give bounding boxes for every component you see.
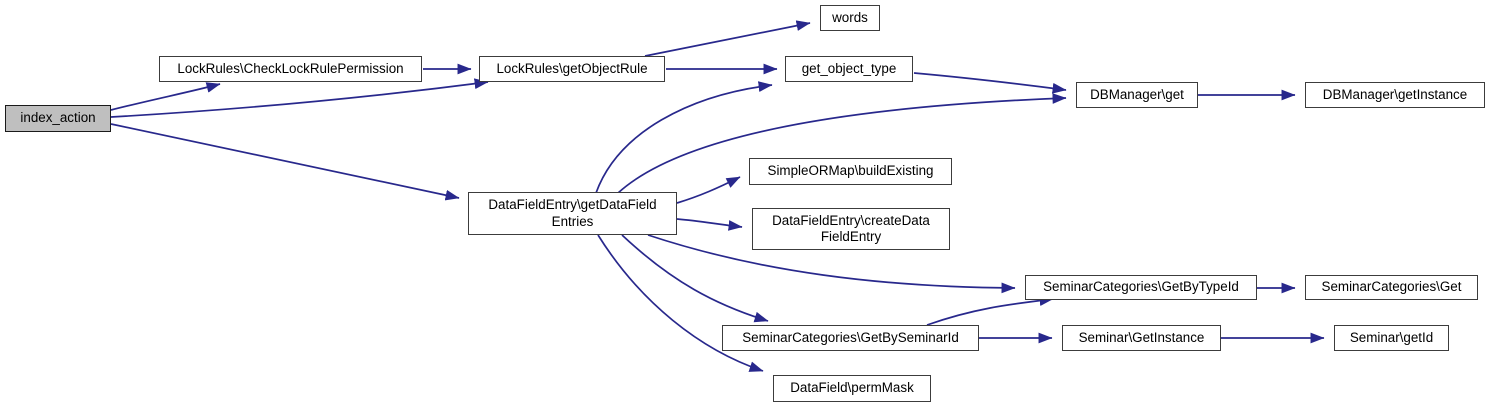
node-label: Seminar\getId — [1349, 329, 1434, 345]
edge-getdatafieldentries-to-createdatafieldentry — [676, 218, 743, 231]
node-lockrules-getobjectrule[interactable]: LockRules\getObjectRule — [479, 56, 665, 82]
node-get-object-type[interactable]: get_object_type — [785, 56, 913, 82]
node-words[interactable]: words — [820, 5, 880, 31]
edge-getdatafieldentries-to-dbmanager_get — [617, 93, 1067, 194]
edge-getdatafieldentries-to-getbyseminarid — [621, 234, 769, 323]
edge-index_action-to-getdatafieldentries — [110, 123, 460, 201]
node-label: DBManager\getInstance — [1322, 86, 1468, 102]
node-index-action[interactable]: index_action — [5, 105, 111, 132]
edge-index_action-to-checklockrulepermission — [110, 82, 221, 111]
node-seminarcategories-get[interactable]: SeminarCategories\Get — [1305, 275, 1478, 300]
node-label-line2: Entries — [551, 213, 594, 229]
node-label-line1: DataFieldEntry\createData — [772, 212, 930, 228]
node-datafieldentry-getdatafieldentries[interactable]: DataFieldEntry\getDataField Entries — [468, 192, 677, 235]
node-seminar-getinstance[interactable]: Seminar\GetInstance — [1062, 325, 1221, 351]
node-label: get_object_type — [801, 60, 897, 76]
node-label-line1: DataFieldEntry\getDataField — [488, 197, 657, 213]
node-label: LockRules\getObjectRule — [496, 60, 648, 76]
node-label-line2: FieldEntry — [820, 229, 882, 244]
node-seminarcategories-getbyseminarid[interactable]: SeminarCategories\GetBySeminarId — [722, 325, 979, 351]
edge-getdatafieldentries-to-getbytypeid — [647, 234, 1016, 294]
node-lockrules-checklockrulepermission[interactable]: LockRules\CheckLockRulePermission — [159, 56, 422, 82]
edge-getdatafieldentries-to-get_object_type — [595, 81, 773, 194]
node-label: SeminarCategories\GetBySeminarId — [742, 329, 959, 345]
edge-getdatafieldentries-to-buildexisting — [676, 176, 741, 204]
node-seminar-getid[interactable]: Seminar\getId — [1334, 325, 1449, 351]
node-label: SeminarCategories\Get — [1321, 279, 1462, 295]
node-datafield-permmask[interactable]: DataField\permMask — [773, 375, 931, 402]
node-label: index_action — [20, 110, 96, 126]
node-datafieldentry-createdatafieldentry[interactable]: DataFieldEntry\createData FieldEntry — [752, 208, 950, 250]
node-label: DataField\permMask — [790, 380, 914, 396]
node-label: words — [832, 9, 868, 25]
node-label: Seminar\GetInstance — [1078, 329, 1205, 345]
node-seminarcategories-getbytypeid[interactable]: SeminarCategories\GetByTypeId — [1025, 275, 1257, 300]
edge-index_action-to-getobjectrule — [110, 78, 489, 118]
node-dbmanager-get[interactable]: DBManager\get — [1076, 82, 1198, 108]
node-dbmanager-getinstance[interactable]: DBManager\getInstance — [1305, 82, 1485, 108]
edge-getdatafieldentries-to-permmask — [597, 234, 764, 372]
edge-getobjectrule-to-words — [644, 20, 811, 57]
node-label: DBManager\get — [1090, 86, 1184, 102]
edge-get_object_type-to-dbmanager_get — [913, 72, 1067, 94]
node-simpleormap-buildexisting[interactable]: SimpleORMap\buildExisting — [749, 158, 952, 185]
node-label: SeminarCategories\GetByTypeId — [1043, 279, 1239, 295]
node-label: SimpleORMap\buildExisting — [767, 163, 934, 179]
edge-getbyseminarid-to-getbytypeid — [926, 295, 1054, 326]
node-label: LockRules\CheckLockRulePermission — [177, 60, 404, 76]
